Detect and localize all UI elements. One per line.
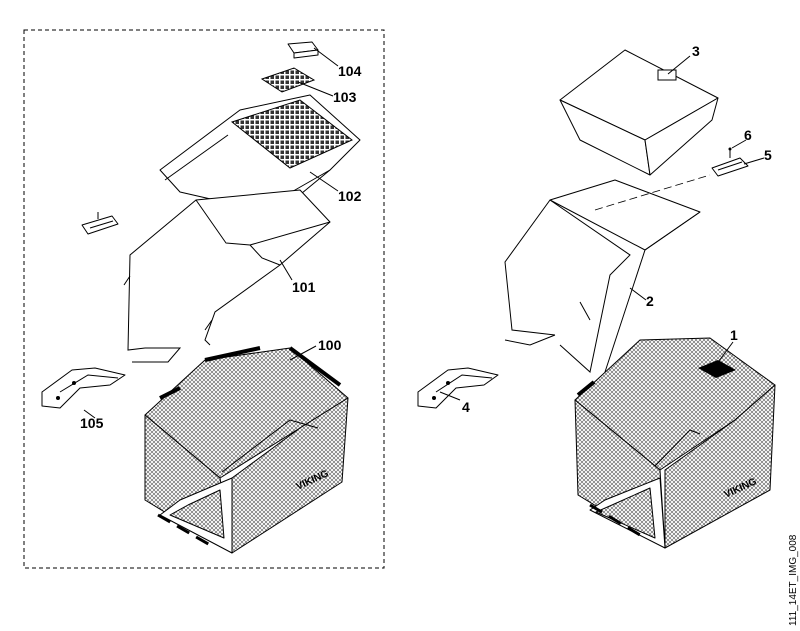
part-105-bracket — [41, 367, 126, 409]
callout-101: 101 — [292, 279, 316, 295]
part-2-liner — [504, 174, 711, 373]
callout-4: 4 — [462, 399, 470, 415]
callout-6: 6 — [744, 127, 752, 143]
callout-104: 104 — [338, 63, 362, 79]
part-100-grass-basket: VIKING — [144, 346, 349, 554]
callout-103: 103 — [333, 89, 357, 105]
left-group-dashed-frame — [23, 29, 385, 569]
part-1-grass-basket: VIKING — [574, 337, 776, 549]
callout-2: 2 — [646, 293, 654, 309]
part-103-cover-plate — [260, 67, 316, 93]
part-104-cap — [287, 41, 319, 59]
callout-1: 1 — [730, 327, 738, 343]
right-leader-lines — [439, 55, 765, 401]
part-101-liner — [123, 189, 331, 363]
part-6-screw — [728, 147, 732, 158]
handle-grip — [81, 212, 119, 235]
part-5-grip — [711, 157, 749, 177]
callout-100: 100 — [318, 337, 342, 353]
left-leader-lines — [83, 47, 339, 419]
callout-3: 3 — [692, 43, 700, 59]
part-4-bracket — [417, 367, 499, 409]
image-reference-code: 111_14ET_IMG_008 — [788, 534, 799, 626]
part-3-hood — [559, 49, 719, 176]
callout-105: 105 — [80, 415, 104, 431]
callout-5: 5 — [764, 147, 772, 163]
callout-102: 102 — [338, 188, 362, 204]
